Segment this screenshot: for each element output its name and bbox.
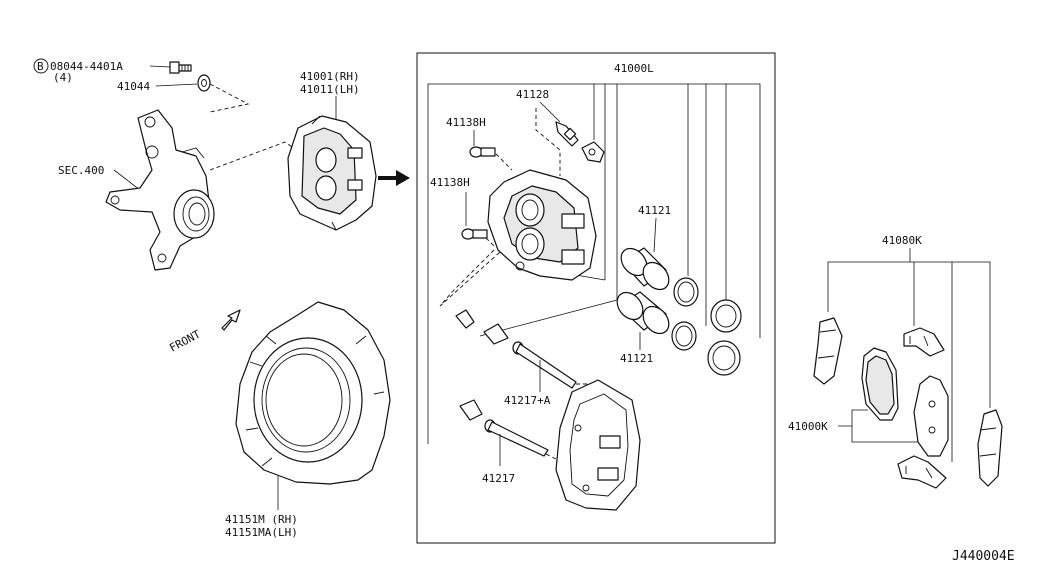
piston-upper-icon bbox=[620, 247, 670, 291]
slide-pin-a-part-number: 41217+A bbox=[504, 394, 551, 407]
slide-pin-part-number: 41217 bbox=[482, 472, 515, 485]
caliper-bracket-icon bbox=[555, 379, 641, 511]
piston-lower-part-number: 41121 bbox=[620, 352, 653, 365]
bleeder-cap-icon bbox=[581, 141, 605, 163]
pad-kit-part-number: 41080K bbox=[882, 234, 922, 247]
diagram-code: J440004E bbox=[952, 549, 1015, 564]
front-arrow-icon bbox=[221, 309, 241, 331]
bolt-h-upper-icon bbox=[469, 146, 496, 158]
knuckle-section-ref: SEC.400 bbox=[58, 164, 104, 177]
baffle-rh-part-number: 41151M (RH) bbox=[225, 513, 298, 526]
caliper-assembly-part-number: 41000L bbox=[614, 62, 654, 75]
piston-seal-lower-icon bbox=[671, 321, 697, 351]
brake-pad-outer-icon bbox=[913, 375, 949, 457]
caliper-lh-part-number: 41011(LH) bbox=[300, 83, 360, 96]
baffle-lh-part-number: 41151MA(LH) bbox=[225, 526, 298, 539]
anti-rattle-clip-lower-icon bbox=[897, 455, 947, 489]
piston-upper-part-number: 41121 bbox=[638, 204, 671, 217]
shim-right-icon bbox=[977, 409, 1003, 487]
slide-pin-a-icon bbox=[512, 341, 577, 389]
arrow-icon bbox=[378, 170, 410, 186]
bolt-h-upper-part-number: 41138H bbox=[446, 116, 486, 129]
bolt-part-number: 08044-4401A bbox=[50, 60, 123, 73]
slide-pin-icon bbox=[484, 419, 549, 457]
pin-bushing-icon bbox=[483, 323, 509, 345]
bolt-prefix-letter: B bbox=[37, 60, 44, 73]
pad-set-part-number: 41000K bbox=[788, 420, 828, 433]
front-label: FRONT bbox=[167, 327, 203, 354]
caliper-rh-part-number: 41001(RH) bbox=[300, 70, 360, 83]
washer-icon bbox=[197, 74, 211, 92]
piston-seal-upper-icon bbox=[673, 277, 699, 307]
bolt-h-lower-icon bbox=[461, 228, 488, 240]
caliper-body-icon bbox=[287, 115, 377, 231]
caliper-assembly-box bbox=[416, 52, 776, 544]
shim-left-icon bbox=[813, 317, 843, 385]
baffle-plate-icon bbox=[235, 301, 391, 485]
pin-boot-upper-icon bbox=[455, 309, 475, 329]
bleeder-part-number: 41128 bbox=[516, 88, 549, 101]
dust-boot-upper-icon bbox=[710, 299, 742, 333]
washer-part-number: 41044 bbox=[117, 80, 150, 93]
caliper-detail-icon bbox=[487, 169, 597, 281]
bleeder-screw-icon bbox=[555, 121, 579, 147]
piston-lower-icon bbox=[616, 291, 670, 335]
bolt-prefix-badge bbox=[33, 58, 49, 74]
anti-rattle-clip-upper-icon bbox=[903, 327, 945, 357]
bolt-callout: B 08044-4401A (4) bbox=[33, 58, 171, 84]
dust-boot-lower-icon bbox=[707, 340, 741, 376]
bolt-h-lower-part-number: 41138H bbox=[430, 176, 470, 189]
bolt-quantity: (4) bbox=[53, 71, 73, 84]
pin-boot-lower-icon bbox=[459, 399, 483, 421]
bolt-icon bbox=[169, 61, 192, 74]
brake-pad-inner-icon bbox=[861, 347, 899, 421]
steering-knuckle-icon bbox=[105, 109, 215, 271]
